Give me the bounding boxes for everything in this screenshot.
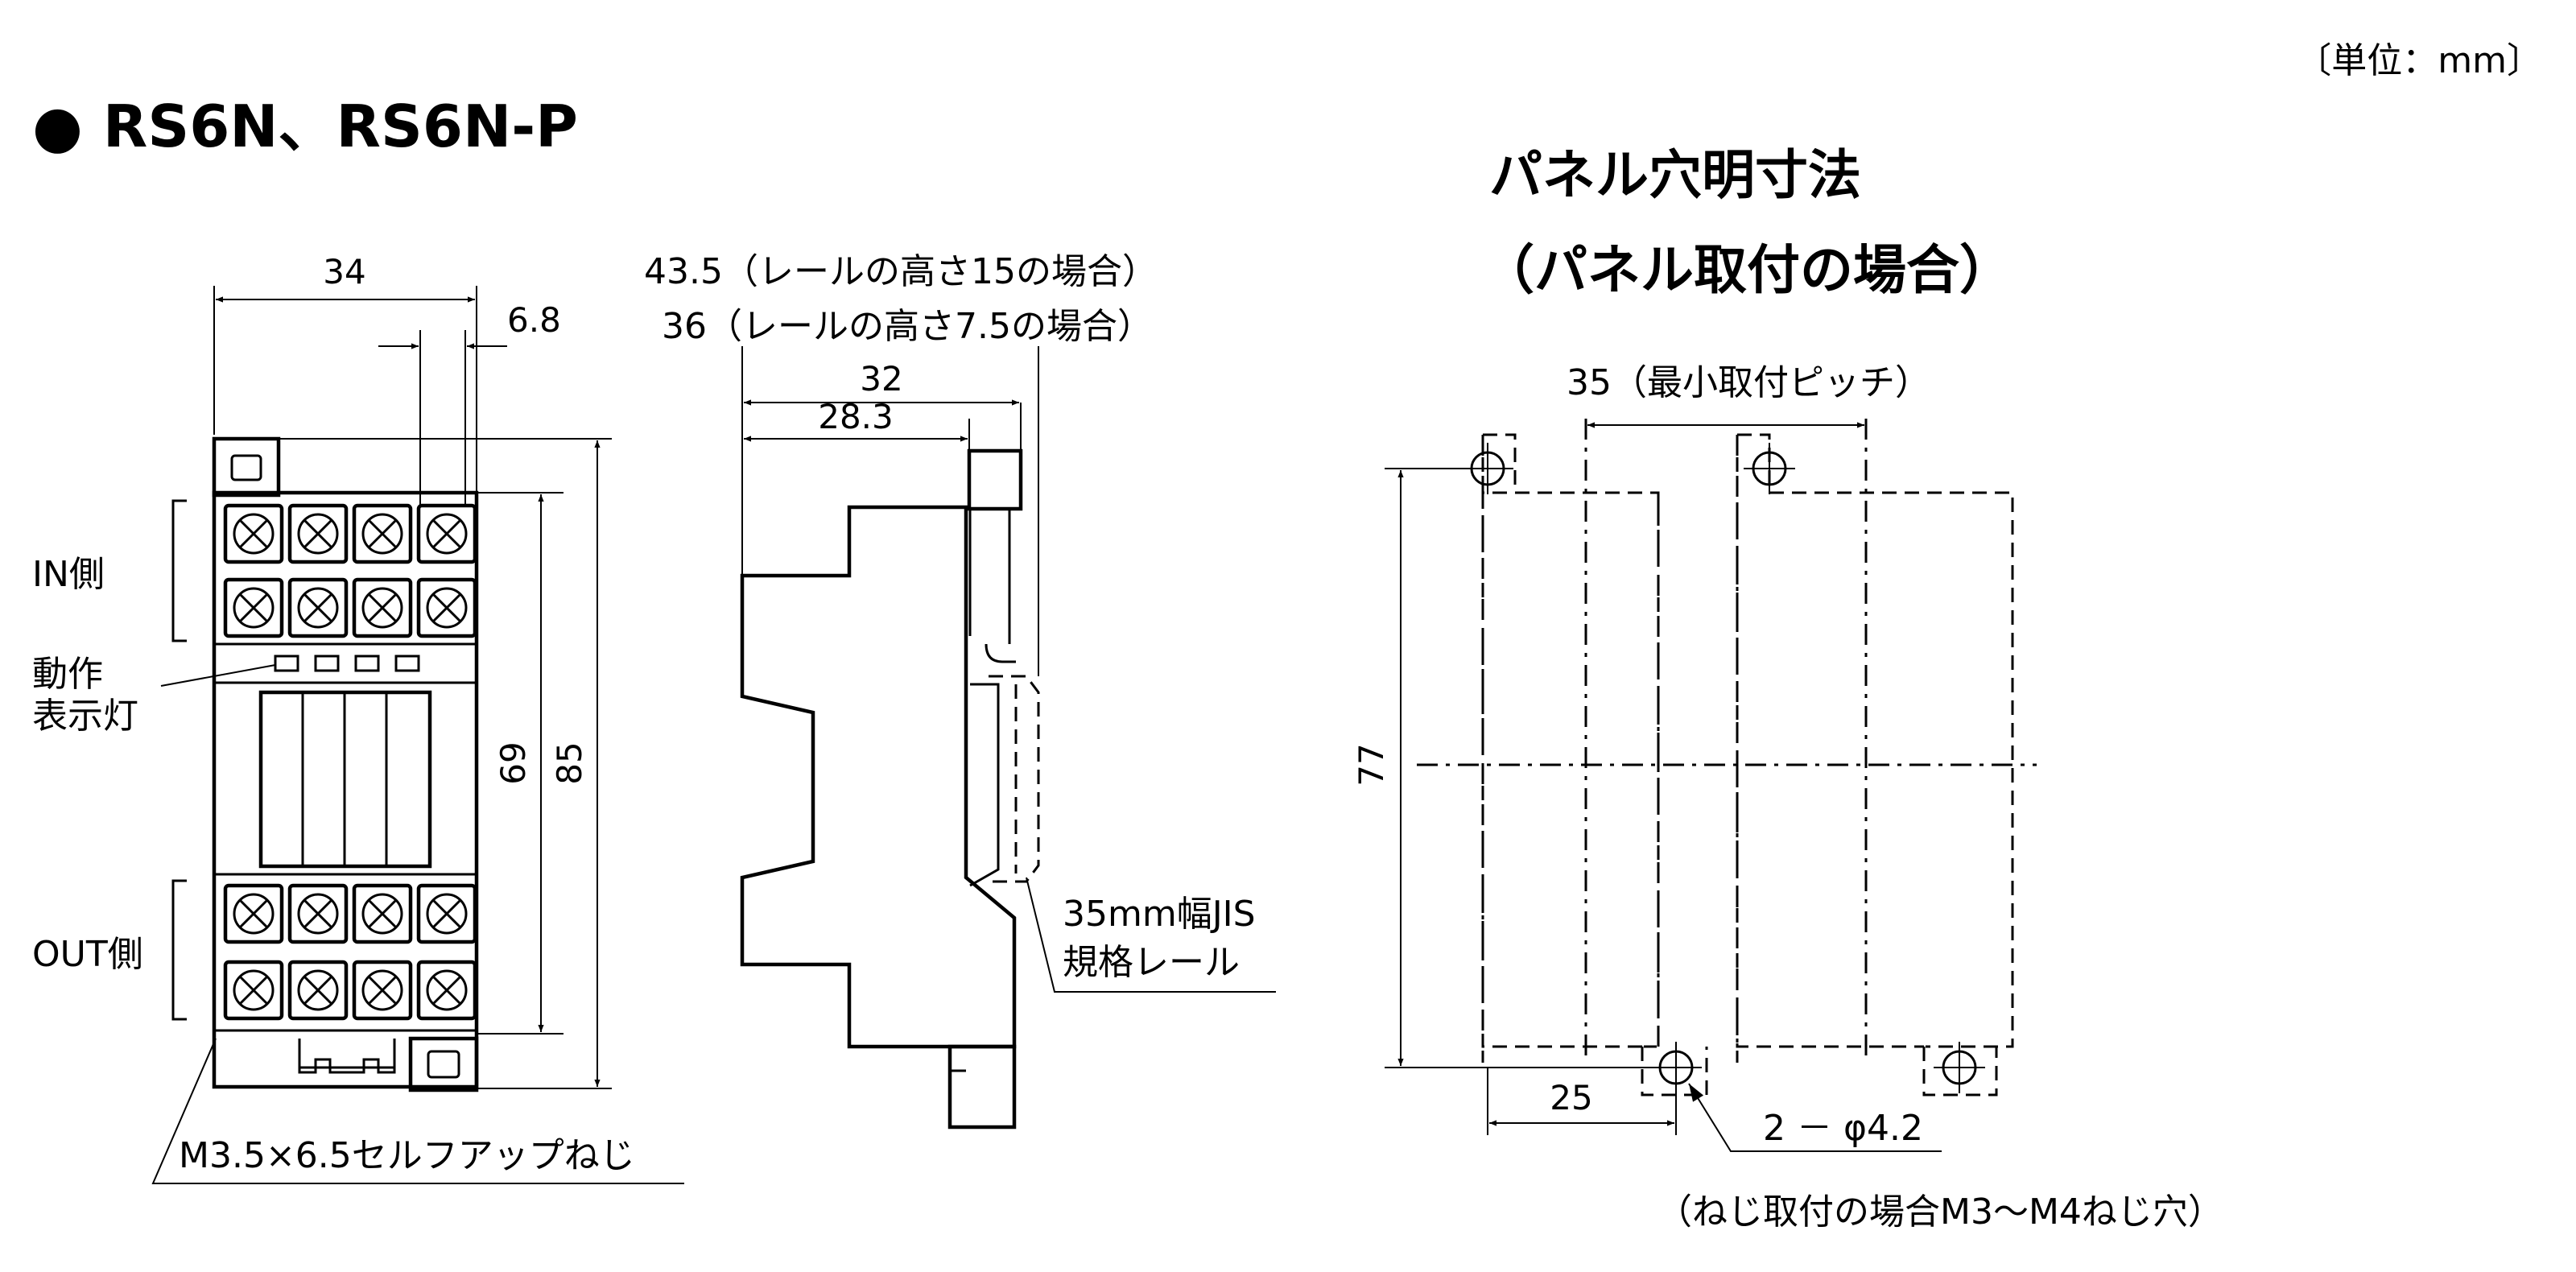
in-terminal bbox=[290, 506, 346, 562]
indicator-led bbox=[394, 655, 420, 672]
in-terminal bbox=[419, 506, 475, 562]
indicator-label-line2: 表示灯 bbox=[32, 696, 138, 737]
screw-hole-note: （ねじ取付の場合M3～M4ねじ穴） bbox=[1657, 1191, 2223, 1233]
in-side-label: IN側 bbox=[32, 554, 105, 595]
side-view: 43.5（レールの高さ15の場合） 36（レールの高さ7.5の場合） 32 28… bbox=[644, 251, 1276, 1130]
out-terminal bbox=[419, 962, 475, 1018]
dim-85: 85 bbox=[550, 741, 589, 784]
out-terminal bbox=[290, 886, 346, 942]
in-terminal bbox=[354, 580, 411, 636]
dim-32: 32 bbox=[860, 359, 902, 399]
panel-title-line2: （パネル取付の場合） bbox=[1481, 239, 2013, 301]
page-title: ● RS6N、RS6N-P bbox=[32, 93, 578, 160]
dim-28-3: 28.3 bbox=[818, 397, 894, 436]
dim-width: 34 bbox=[323, 252, 365, 291]
out-terminal bbox=[354, 886, 411, 942]
panel-title-line1: パネル穴明寸法 bbox=[1489, 144, 1861, 206]
screw-label: M3.5×6.5セルフアップねじ bbox=[179, 1135, 635, 1176]
unit-note: 〔単位：mm〕 bbox=[2296, 40, 2542, 81]
in-terminal bbox=[225, 506, 282, 562]
indicator-led bbox=[354, 655, 380, 672]
out-terminal bbox=[354, 962, 411, 1018]
in-terminal bbox=[354, 506, 411, 562]
out-side-label: OUT側 bbox=[32, 934, 143, 975]
out-terminal bbox=[419, 886, 475, 942]
rail-label-line1: 35mm幅JIS bbox=[1063, 894, 1256, 935]
dim-rail15-label: 43.5（レールの高さ15の場合） bbox=[644, 251, 1158, 292]
dim-rail75-label: 36（レールの高さ7.5の場合） bbox=[662, 306, 1153, 347]
dim-69: 69 bbox=[493, 741, 533, 784]
in-terminal bbox=[419, 580, 475, 636]
front-view: IN側 OUT側 動作 表示灯 34 6.8 69 85 M3.5×6.5セルフ… bbox=[32, 252, 684, 1184]
in-terminal bbox=[225, 580, 282, 636]
hole-label: 2 － φ4.2 bbox=[1763, 1108, 1923, 1149]
indicator-led bbox=[274, 655, 299, 672]
indicator-label-line1: 動作 bbox=[32, 654, 103, 695]
in-terminal bbox=[290, 580, 346, 636]
out-terminal bbox=[225, 962, 282, 1018]
mount-hole bbox=[1742, 441, 1797, 496]
dim-min-pitch: 35（最小取付ピッチ） bbox=[1567, 362, 1930, 403]
rail-label-line2: 規格レール bbox=[1063, 942, 1240, 983]
dim-77: 77 bbox=[1352, 743, 1391, 786]
mount-hole bbox=[1932, 1040, 1987, 1095]
dim-pitch: 6.8 bbox=[507, 300, 561, 340]
out-terminal bbox=[290, 962, 346, 1018]
dim-25: 25 bbox=[1550, 1078, 1592, 1117]
panel-cutout: 35（最小取付ピッチ） 77 25 2 － φ4.2 （ねじ取付の場合M3～M4… bbox=[1352, 362, 2223, 1233]
indicator-led bbox=[314, 655, 340, 672]
out-terminal bbox=[225, 886, 282, 942]
